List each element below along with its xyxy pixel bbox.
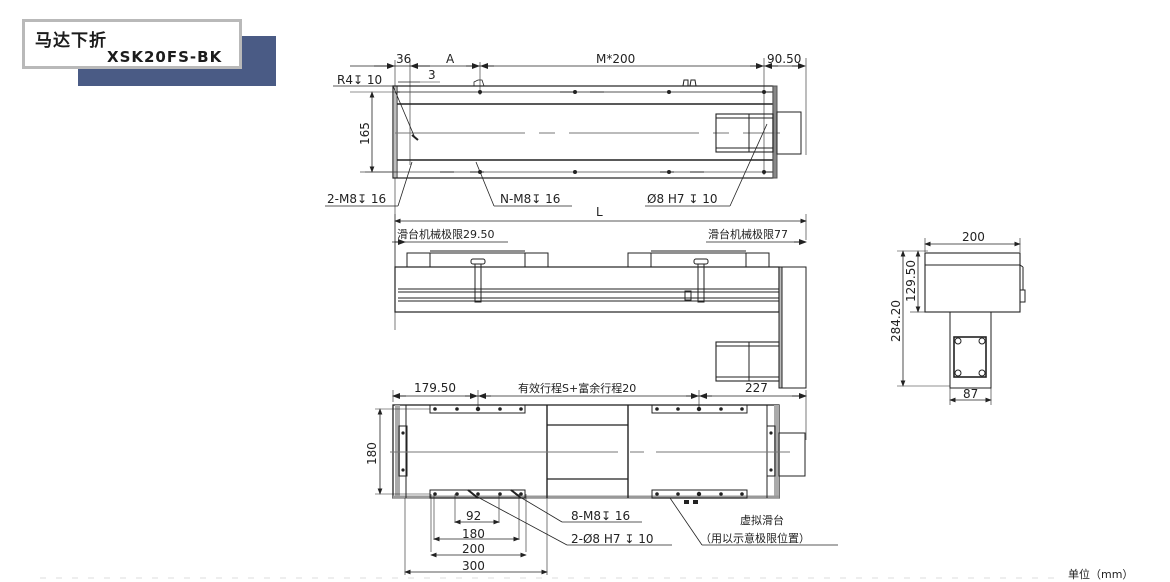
end-view-labels: 200 129.50 284.20 87 <box>889 230 985 401</box>
callout-8m8: 8-M8↧ 16 <box>571 509 630 523</box>
dim-A: A <box>446 52 455 66</box>
dim-36: 36 <box>396 52 411 66</box>
title-banner: 马达下折 XSK20FS-BK <box>22 19 242 69</box>
bottom-view-labels: 179.50 有效行程S+富余行程20 227 180 92 180 200 3… <box>365 381 810 573</box>
dim-179-50: 179.50 <box>414 381 456 395</box>
dim-92: 92 <box>466 509 481 523</box>
dim-129-50: 129.50 <box>904 260 918 302</box>
virtual-slide-label: 虚拟滑台 <box>740 513 784 527</box>
callout-nm8: N-M8↧ 16 <box>500 192 560 206</box>
dim-87: 87 <box>963 387 978 401</box>
callout-r4: R4↧ 10 <box>337 73 382 87</box>
side-view-labels: L 滑台机械极限29.50 滑台机械极限77 <box>397 205 788 241</box>
dim-stroke: 有效行程S+富余行程20 <box>518 381 636 395</box>
dim-3: 3 <box>428 68 436 82</box>
limit-right: 滑台机械极限77 <box>708 227 788 241</box>
dim-300: 300 <box>462 559 485 573</box>
side-view <box>392 214 807 389</box>
title-model: XSK20FS-BK <box>107 48 223 66</box>
dim-200-end: 200 <box>962 230 985 244</box>
dim-180-side: 180 <box>365 442 379 465</box>
unit-label: 单位（mm） <box>1068 568 1134 581</box>
dim-L: L <box>596 205 603 219</box>
title-name: 马达下折 <box>35 31 107 51</box>
bottom-view <box>375 390 838 575</box>
end-view <box>897 238 1026 405</box>
dim-90-50: 90.50 <box>767 52 801 66</box>
dim-284-20: 284.20 <box>889 300 903 342</box>
callout-2pin: 2-Ø8 H7 ↧ 10 <box>571 532 653 546</box>
top-view-labels: 36 A M*200 90.50 3 R4↧ 10 165 2-M8↧ 16 N… <box>327 52 801 206</box>
callout-pin: Ø8 H7 ↧ 10 <box>647 192 718 206</box>
dim-180: 180 <box>462 527 485 541</box>
limit-left: 滑台机械极限29.50 <box>397 227 495 241</box>
callout-2m8: 2-M8↧ 16 <box>327 192 386 206</box>
dim-200: 200 <box>462 542 485 556</box>
dim-165: 165 <box>358 122 372 145</box>
dim-M200: M*200 <box>596 52 635 66</box>
dim-227: 227 <box>745 381 768 395</box>
virtual-slide-note: （用以示意极限位置） <box>700 531 810 545</box>
